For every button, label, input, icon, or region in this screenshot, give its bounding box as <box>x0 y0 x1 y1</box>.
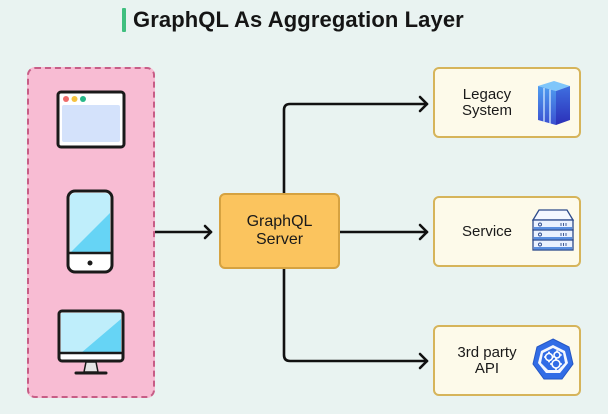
legacy-system-node: Legacy System <box>433 67 581 138</box>
server-label: GraphQL Server <box>246 213 313 248</box>
service-node: Service <box>433 196 581 267</box>
legacy-system-label: Legacy System <box>461 85 512 119</box>
desktop-monitor-icon <box>57 309 125 375</box>
diagram-title: GraphQL As Aggregation Layer <box>133 7 464 32</box>
graphql-server-node: GraphQL Server <box>219 193 340 269</box>
service-label: Service <box>461 222 513 240</box>
arrow-clients-to-server-head <box>203 224 213 240</box>
server-rack-icon <box>531 209 575 251</box>
database-cube-icon <box>538 81 570 125</box>
third-party-api-label: 3rd party API <box>457 343 517 377</box>
arrow-server-to-api-head <box>418 352 429 370</box>
arrow-server-to-legacy <box>282 102 429 195</box>
arrow-server-to-api <box>282 267 429 363</box>
kubernetes-gears-icon <box>532 338 574 380</box>
third-party-api-node: 3rd party API <box>433 325 581 396</box>
arrow-server-to-service-head <box>418 223 429 241</box>
browser-window-icon <box>56 90 126 149</box>
smartphone-icon <box>66 189 114 274</box>
arrow-server-to-legacy-head <box>418 95 429 113</box>
title-accent-bar <box>122 8 126 32</box>
